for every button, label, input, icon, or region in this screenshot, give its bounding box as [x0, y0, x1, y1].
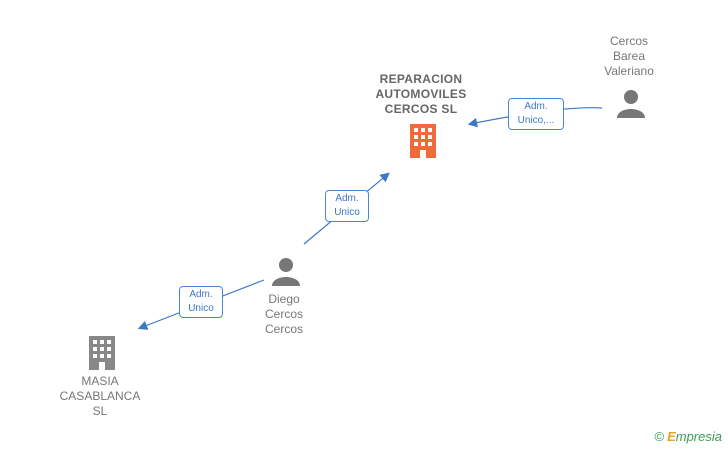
edge-label-barea-to-main[interactable]: Adm. Unico,...: [508, 98, 564, 130]
edge-label-diego-to-masia[interactable]: Adm. Unico: [179, 286, 223, 318]
building-icon[interactable]: [408, 124, 438, 158]
person-diego-label[interactable]: Diego Cercos Cercos: [264, 292, 303, 336]
brand-initial: E: [667, 429, 676, 444]
brand-name: mpresia: [675, 429, 722, 444]
edge-label-diego-to-main[interactable]: Adm. Unico: [325, 190, 369, 222]
empresia-logo: ©Empresia: [654, 429, 722, 444]
copyright-symbol: ©: [654, 429, 665, 444]
building-icon[interactable]: [87, 336, 117, 370]
main-company-label[interactable]: REPARACION AUTOMOVILES CERCOS SL: [375, 72, 467, 116]
company-masia-label[interactable]: MASIA CASABLANCA SL: [59, 374, 141, 418]
person-icon[interactable]: [616, 88, 646, 118]
person-barea-label[interactable]: Cercos Barea Valeriano: [604, 34, 654, 78]
person-icon[interactable]: [271, 256, 301, 286]
